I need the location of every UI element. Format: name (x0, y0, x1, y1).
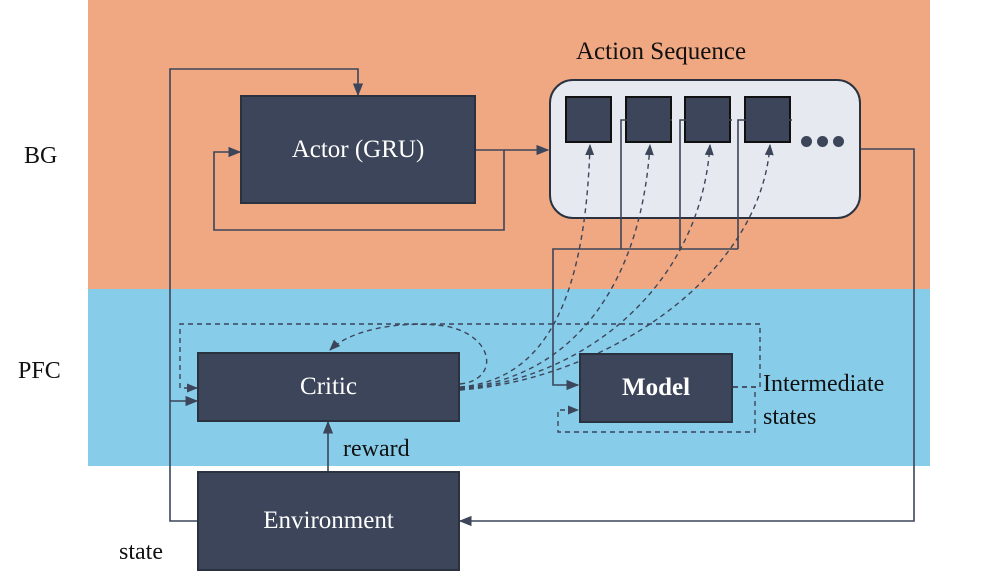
action-feed-3 (679, 119, 732, 249)
intermediate-states-line1: Intermediate (763, 371, 885, 397)
action-slot-1 (565, 96, 612, 143)
action-feed-bus (552, 248, 738, 391)
critic-block: Critic (197, 352, 460, 422)
reward-label: reward (343, 436, 410, 462)
state-label: state (119, 539, 163, 565)
action-feed-4 (737, 119, 792, 249)
ellipsis-dot-2 (817, 136, 828, 147)
critic-self-curve (329, 323, 488, 385)
actor-block: Actor (GRU) (240, 95, 476, 204)
bg-region-label: BG (24, 143, 58, 169)
critic-to-action-4 (459, 143, 774, 391)
critic-to-action-2 (459, 143, 654, 389)
ellipsis-dot-1 (801, 136, 812, 147)
action-feed-2 (620, 119, 672, 249)
environment-block: Environment (197, 471, 460, 571)
ellipsis-dot-3 (833, 136, 844, 147)
state-to-actor-line (169, 68, 364, 522)
action-sequence-title: Action Sequence (576, 38, 747, 65)
intermediate-states-line2: states (763, 404, 817, 430)
model-self-loop (557, 386, 756, 433)
critic-to-action-3 (459, 143, 714, 390)
sequence-to-environment-line (458, 148, 915, 527)
pfc-region-label: PFC (18, 358, 61, 384)
critic-to-action-1 (459, 143, 595, 388)
model-block: Model (579, 353, 733, 423)
actor-recurrent-loop (213, 146, 505, 231)
